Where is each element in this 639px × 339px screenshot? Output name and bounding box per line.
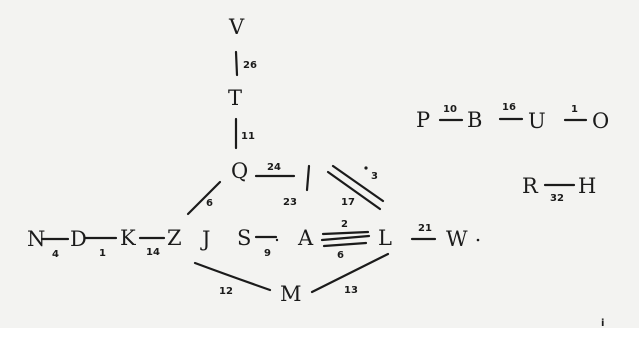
node-p: P <box>416 108 430 132</box>
edge-m-l <box>310 252 390 294</box>
edge-j-m <box>193 261 272 292</box>
node-s: S <box>237 226 251 250</box>
node-n: N <box>27 227 45 251</box>
node-m: M <box>280 282 302 306</box>
node-k: K <box>120 226 136 250</box>
weight-i-l: 3 <box>371 171 378 182</box>
weight-a-l-top: 2 <box>341 219 348 230</box>
node-d: D <box>70 227 87 251</box>
weight-q-i: 24 <box>267 162 281 173</box>
edge-a-l-2 <box>320 234 371 242</box>
weight-u-o: 1 <box>571 104 578 115</box>
node-u: U <box>528 109 546 133</box>
edge-i-l-b <box>331 164 385 203</box>
weight-b-u: 16 <box>502 102 516 113</box>
edge-v-t <box>234 50 239 77</box>
weight-q-j: 6 <box>206 198 213 209</box>
weight-k-z: 14 <box>146 247 160 258</box>
edge-a-l-1 <box>321 230 370 236</box>
mark-dot-w <box>476 238 480 242</box>
node-w: W <box>446 227 468 251</box>
edge-a-l-3 <box>322 241 368 248</box>
weight-r-h: 32 <box>550 193 564 204</box>
node-q: Q <box>231 159 248 183</box>
edge-i-l-a <box>326 170 382 211</box>
node-r: R <box>522 174 539 198</box>
node-l: L <box>378 226 392 250</box>
node-a: A <box>297 226 314 250</box>
weight-i-a: 23 <box>283 197 297 208</box>
weight-v-t: 26 <box>243 60 257 71</box>
node-b: B <box>467 108 482 132</box>
mark-dot-l <box>364 166 368 170</box>
node-j: J <box>200 227 210 251</box>
weight-s-a: 9 <box>264 248 271 259</box>
node-t: T <box>228 86 242 110</box>
node-v: V <box>228 15 245 39</box>
weight-d-k: 1 <box>99 248 106 259</box>
page-bottom-margin <box>0 328 639 339</box>
weight-p-b: 10 <box>443 104 457 115</box>
weight-a-l-bottom: 6 <box>337 250 344 261</box>
footnote-mark: i <box>601 318 604 329</box>
edge-q-j <box>186 180 222 216</box>
node-h: H <box>578 174 596 198</box>
weight-j-m: 12 <box>219 286 233 297</box>
edge-i-a <box>305 164 311 192</box>
mark-dot-a <box>275 238 279 242</box>
node-o: O <box>592 109 609 133</box>
weight-n-d: 4 <box>52 249 59 260</box>
weight-t-q: 11 <box>241 131 255 142</box>
weight-i-l2: 17 <box>341 197 355 208</box>
weight-m-l: 13 <box>344 285 358 296</box>
node-z: Z <box>167 226 182 250</box>
weight-l-w: 21 <box>418 223 432 234</box>
